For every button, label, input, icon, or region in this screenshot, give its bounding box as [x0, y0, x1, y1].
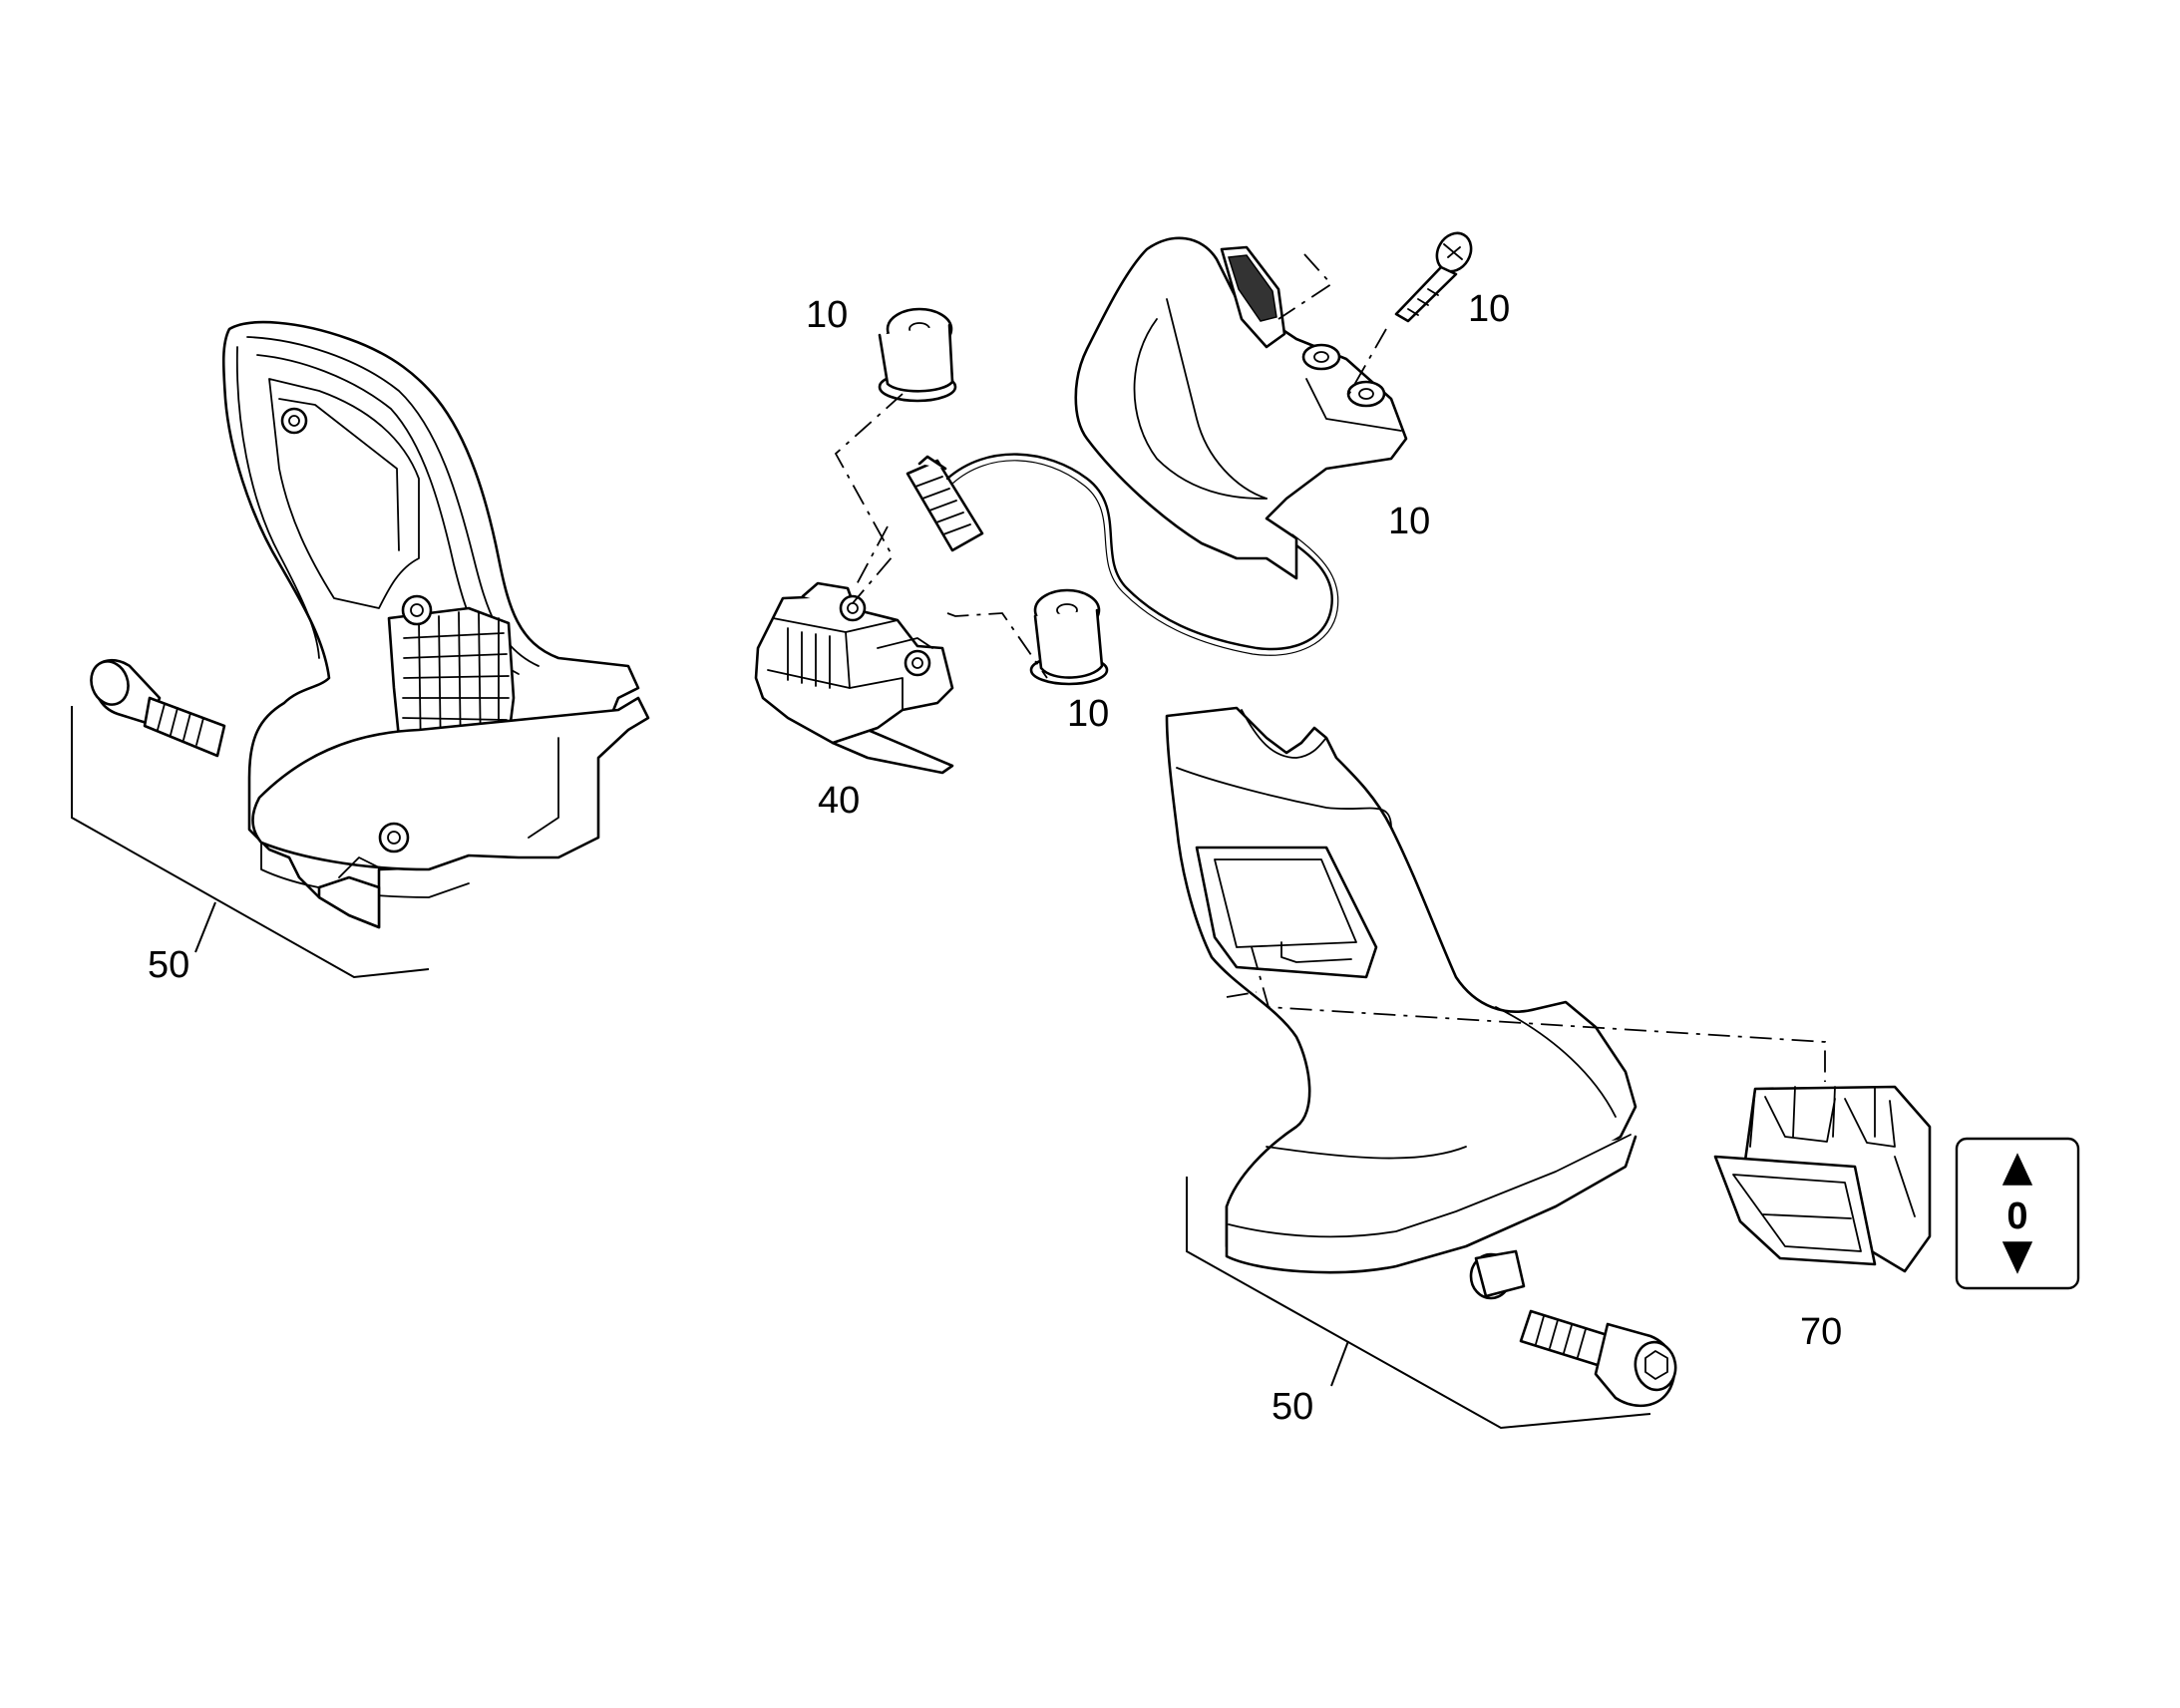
switch-module-40: 40	[754, 581, 954, 822]
callout-50-right: 50	[1272, 1386, 1313, 1428]
left-handle-half	[221, 320, 650, 929]
guide-line-upper	[834, 393, 904, 604]
bushing-lower: 10	[1029, 588, 1109, 735]
upper-trigger-housing: 10	[1074, 236, 1430, 580]
cable-connector	[906, 453, 1339, 656]
guide-line-connector	[855, 525, 889, 587]
callout-40: 40	[818, 780, 860, 822]
callout-50-left: 50	[148, 944, 189, 986]
callout-10-upper: 10	[806, 294, 848, 336]
callout-10-lower: 10	[1067, 693, 1109, 735]
guide-line-lower	[946, 612, 1048, 679]
callout-10-screw: 10	[1468, 288, 1510, 330]
left-cap-screw	[90, 658, 226, 758]
bushing-upper: 10	[806, 294, 957, 403]
symbol-label: 0	[2006, 1196, 2027, 1237]
right-handle-half	[1165, 706, 1637, 1300]
callout-70: 70	[1800, 1311, 1842, 1353]
guide-line-window-mark	[1226, 991, 1258, 998]
symbol-frame	[1955, 1137, 2080, 1290]
left-bracket-50: 50	[71, 706, 430, 986]
up-down-arrows-icon	[2001, 1153, 2033, 1274]
callout-10-housing: 10	[1388, 501, 1430, 542]
right-bracket-50: 50	[1186, 1177, 1651, 1430]
rocker-switch-70: 70	[1713, 1085, 1932, 1353]
switch-symbol-box: 0	[1955, 1137, 2080, 1290]
small-screw: 10	[1394, 231, 1510, 330]
right-cap-screw	[1519, 1309, 1677, 1408]
guide-line-switch70	[1251, 946, 1826, 1082]
